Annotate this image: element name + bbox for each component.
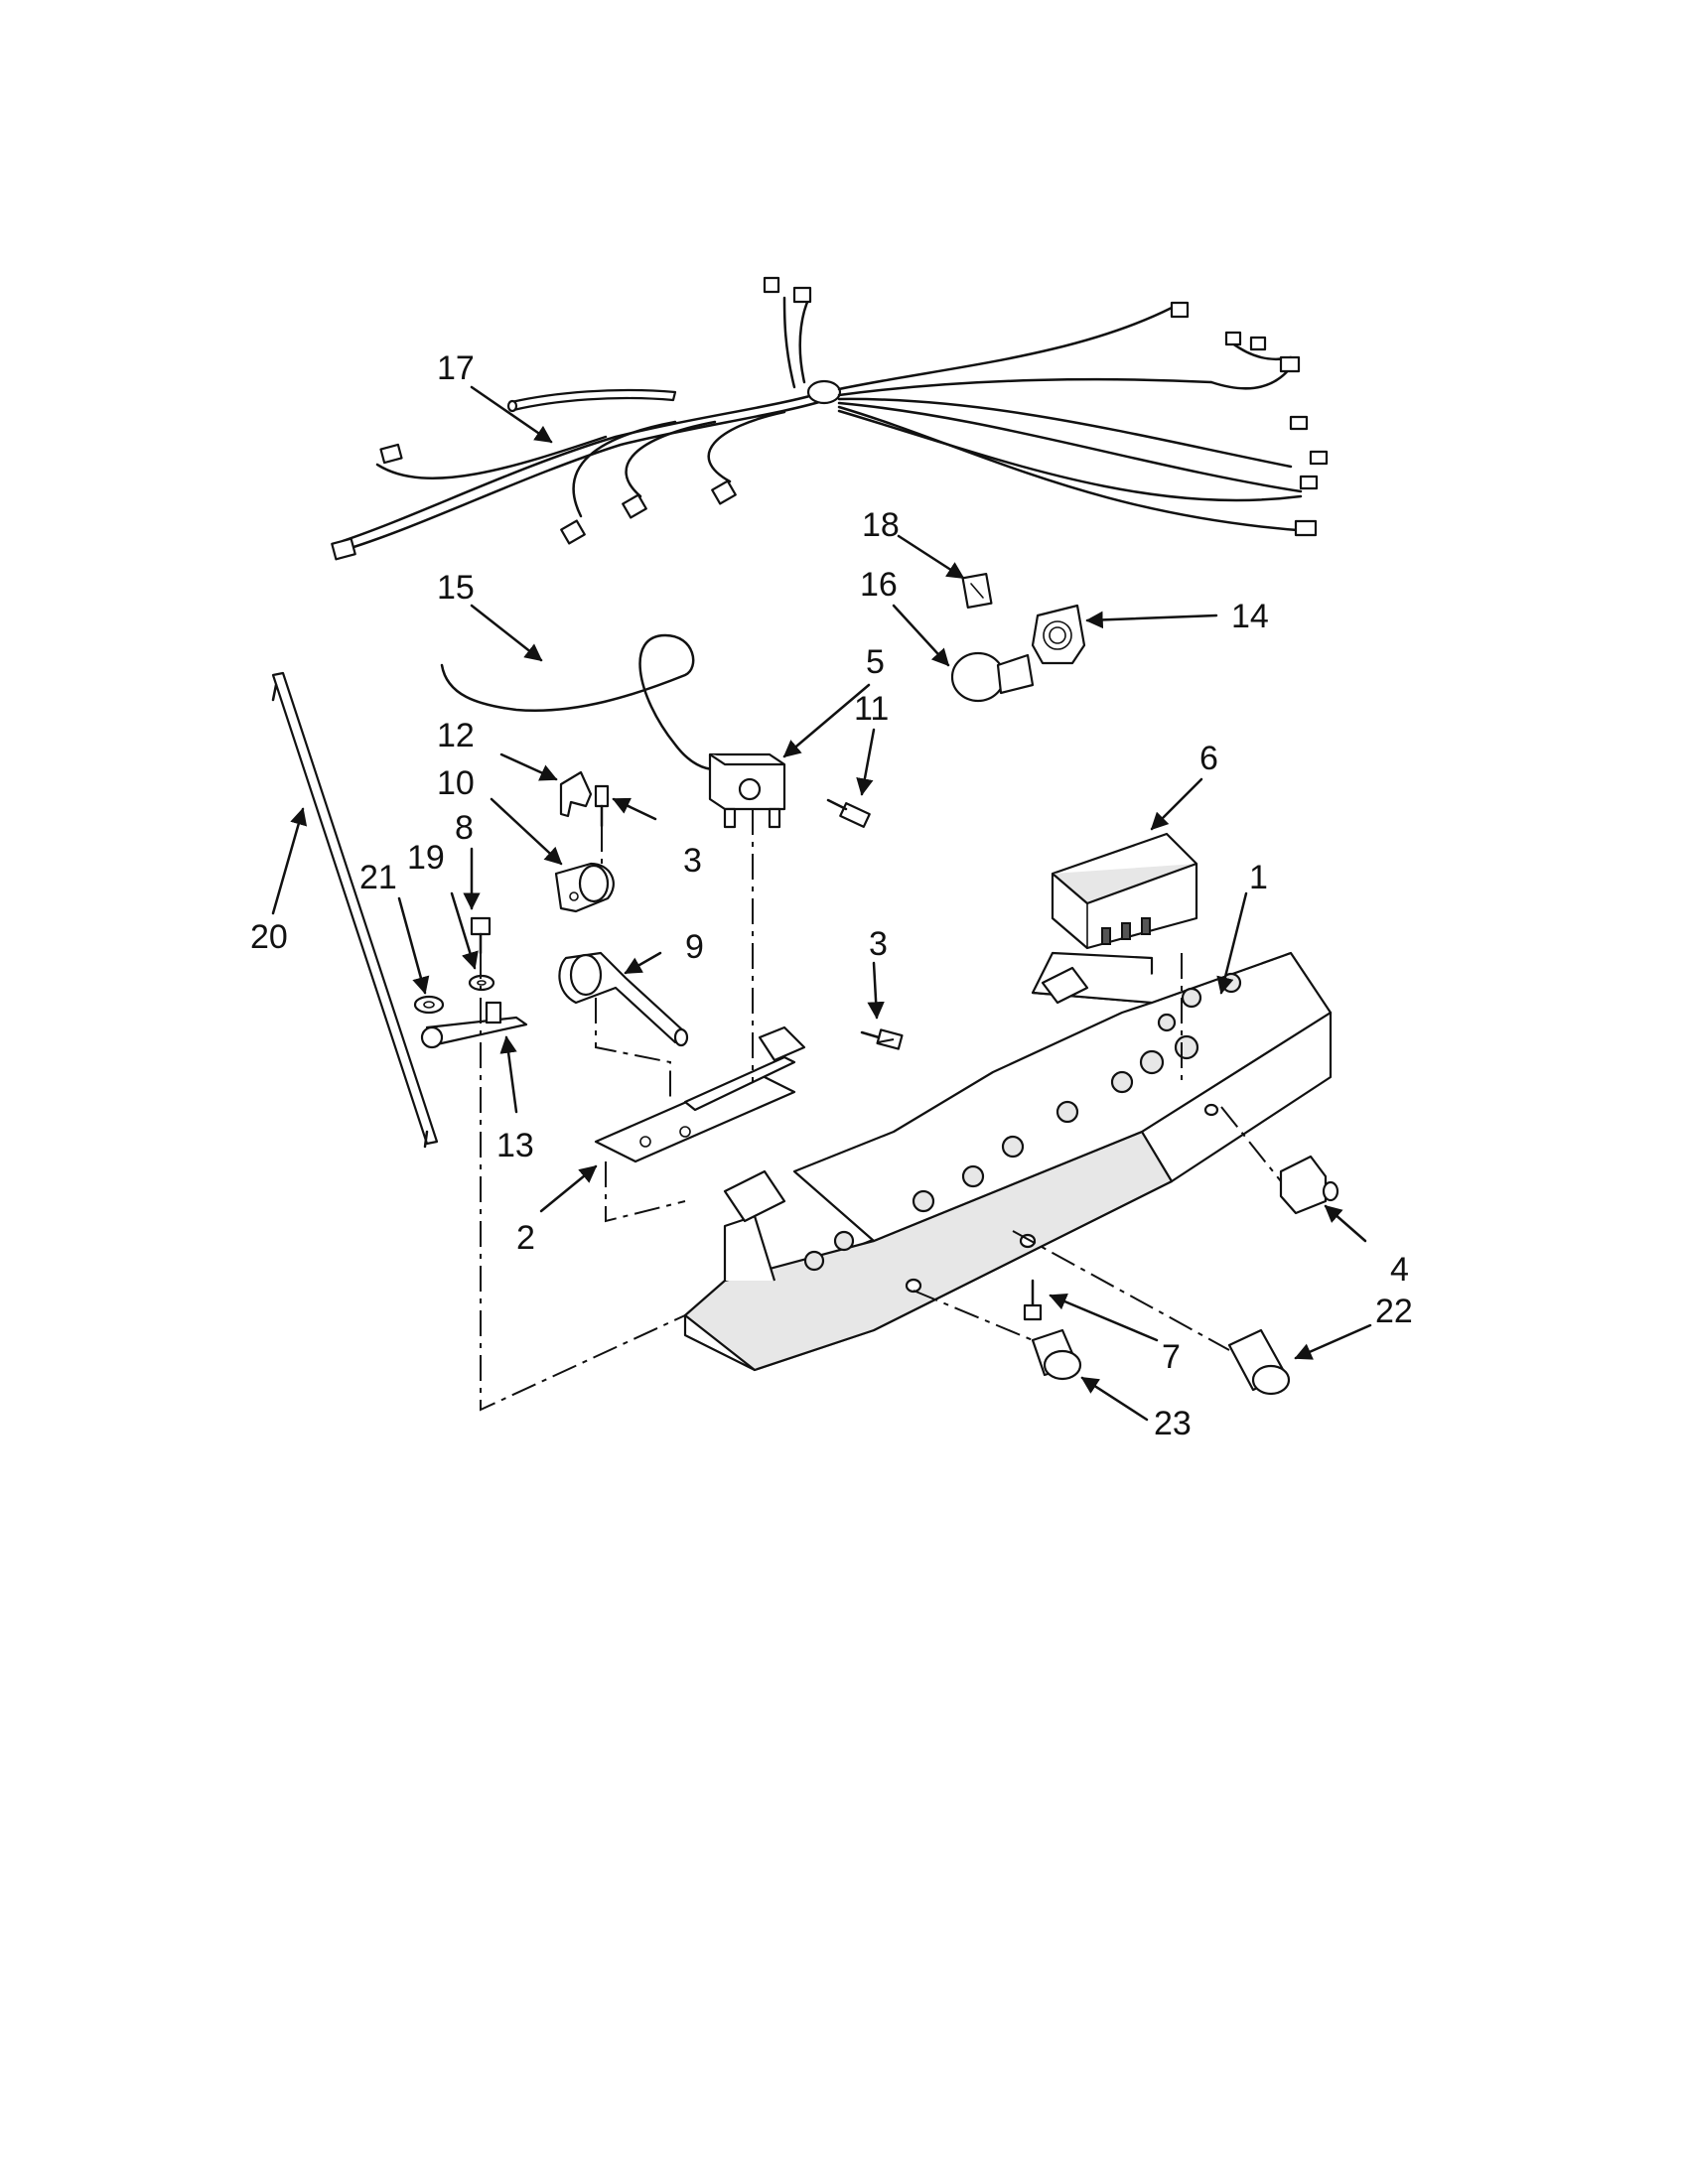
callout-6: 6	[1199, 740, 1218, 777]
callout-4: 4	[1390, 1251, 1409, 1289]
lamp-socket-part	[1031, 604, 1086, 665]
callout-3a: 3	[683, 842, 702, 880]
callout-15: 15	[437, 569, 475, 607]
callout-8: 8	[455, 809, 474, 847]
bulb-part	[950, 651, 1035, 703]
bushing-22-part	[1227, 1328, 1291, 1396]
callout-12: 12	[437, 717, 475, 754]
tube-part	[506, 388, 677, 413]
control-housing-part	[683, 951, 1333, 1372]
shaft-part	[558, 951, 689, 1047]
lever-13-part	[420, 1001, 528, 1049]
callout-21: 21	[359, 859, 397, 896]
callout-19: 19	[407, 839, 445, 877]
washer-21-part	[413, 995, 445, 1015]
assembly-lines	[480, 809, 1282, 1412]
callout-17: 17	[437, 349, 475, 387]
callout-10: 10	[437, 764, 475, 802]
switch-part	[1279, 1155, 1339, 1215]
callout-labels: 1 2 3 3 4 5 6 7 8 9 10 11 12 13 14 15 16…	[250, 349, 1413, 1442]
callout-18: 18	[862, 506, 900, 544]
thermostat-part	[440, 633, 786, 829]
lamp-clip-part	[961, 573, 993, 609]
screw-7-part	[1023, 1279, 1043, 1321]
callout-16: 16	[860, 566, 898, 604]
bracket-10-part	[554, 862, 615, 913]
callout-7: 7	[1162, 1338, 1181, 1376]
mount-plate-part	[594, 1025, 806, 1163]
screw-3b-part	[860, 1028, 904, 1050]
callout-23: 23	[1154, 1405, 1192, 1442]
bushing-23-part	[1031, 1328, 1082, 1381]
rod-part	[271, 671, 439, 1149]
callout-5: 5	[866, 643, 885, 681]
screw-3a-part	[594, 784, 610, 828]
clip-12-part	[559, 770, 593, 818]
callout-14: 14	[1231, 598, 1269, 635]
wire-harness-part	[331, 276, 1329, 561]
callout-3b: 3	[869, 925, 888, 963]
screw-11-part	[826, 798, 871, 828]
callout-22: 22	[1375, 1293, 1413, 1330]
callout-13: 13	[496, 1127, 534, 1164]
callout-9: 9	[685, 928, 704, 966]
callout-1: 1	[1249, 859, 1268, 896]
screw-8-part	[470, 916, 492, 955]
callout-20: 20	[250, 918, 288, 956]
callout-11: 11	[854, 690, 889, 728]
callout-2: 2	[516, 1219, 535, 1257]
control-module-part	[1051, 832, 1198, 950]
leader-arrows	[271, 385, 1372, 1422]
